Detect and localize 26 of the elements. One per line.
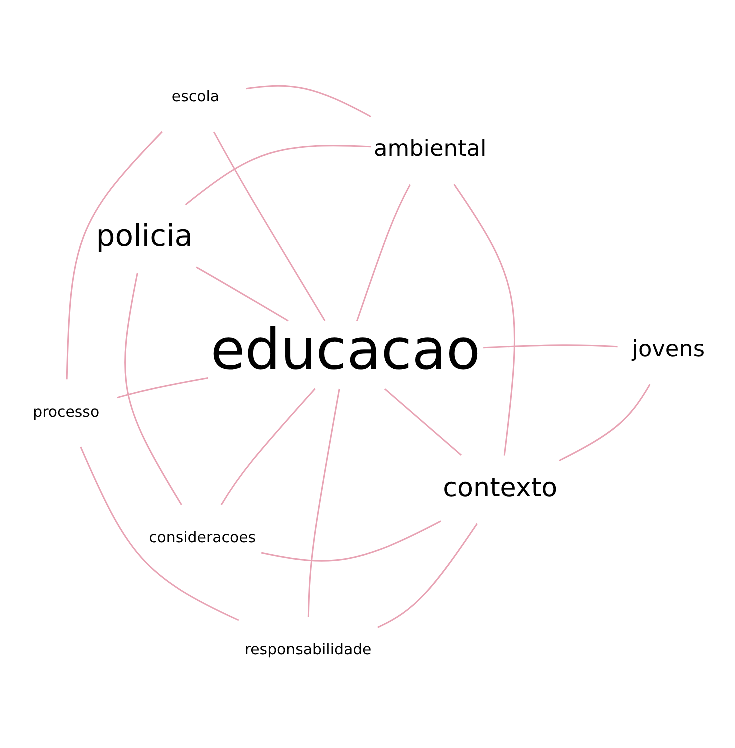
connector: [308, 388, 340, 617]
connector: [220, 388, 316, 506]
connector: [116, 377, 208, 398]
connector: [214, 131, 326, 321]
connector: [124, 272, 182, 505]
connector: [484, 344, 618, 348]
node-text: contexto: [443, 472, 558, 503]
connector: [261, 520, 442, 562]
connector: [356, 184, 411, 321]
node-text: jovens: [632, 336, 706, 362]
node-text: policia: [96, 218, 194, 254]
connector: [246, 84, 372, 118]
connector: [185, 144, 372, 206]
node-text: ambiental: [374, 136, 487, 162]
node-text: escola: [172, 87, 220, 106]
node-text: processo: [33, 402, 100, 420]
connector: [384, 388, 462, 456]
node-text: educacao: [210, 318, 481, 383]
node-text: consideracoes: [149, 528, 256, 546]
node-text: responsabilidade: [244, 640, 372, 658]
connector: [66, 130, 163, 380]
connector: [80, 446, 240, 621]
connector: [454, 184, 516, 456]
connector: [559, 384, 651, 462]
connector: [196, 266, 289, 322]
connector: [378, 522, 478, 628]
